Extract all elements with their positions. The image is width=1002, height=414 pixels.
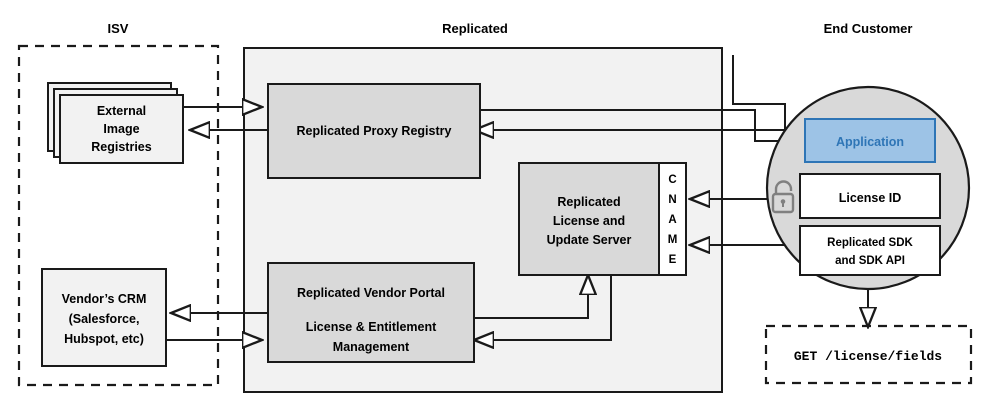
registry-stack-front xyxy=(59,94,184,164)
license-server-line-3: Update Server xyxy=(547,233,632,247)
proxy-registry-box xyxy=(267,83,481,179)
license-server-line-2: License and xyxy=(553,214,625,228)
application-box xyxy=(804,118,936,163)
node-proxy-registry[interactable]: Replicated Proxy Registry xyxy=(267,83,481,179)
vendor-portal-line-1: Replicated Vendor Portal xyxy=(297,286,445,300)
vendors-crm-box xyxy=(41,268,167,367)
vendors-crm-line-1: Vendor’s CRM xyxy=(62,292,147,306)
api-request-box xyxy=(764,324,973,385)
connection-vendorportal-to-licenseserver xyxy=(474,275,588,319)
connection-licenseserver-to-vendorportal xyxy=(474,270,612,340)
zone-end-customer: End Customer xyxy=(824,21,913,36)
node-license-id[interactable]: License ID xyxy=(799,173,941,219)
cname-letter-2: N xyxy=(668,194,676,206)
node-replicated-sdk[interactable]: Replicated SDK and SDK API xyxy=(799,225,941,276)
zone-label-isv: ISV xyxy=(108,21,129,36)
cname-letter-3: A xyxy=(668,214,676,226)
node-vendors-crm[interactable]: Vendor’s CRM (Salesforce, Hubspot, etc) xyxy=(41,268,167,367)
registries-line-2: Image xyxy=(103,122,139,136)
vendors-crm-line-3: Hubspot, etc) xyxy=(64,332,144,346)
proxy-registry-label: Replicated Proxy Registry xyxy=(297,124,452,138)
application-label: Application xyxy=(836,135,904,149)
cname-letter-5: E xyxy=(669,254,677,266)
zone-label-end-customer: End Customer xyxy=(824,21,913,36)
zone-label-replicated: Replicated xyxy=(442,21,508,36)
vendor-portal-box xyxy=(267,262,475,363)
api-request-label: GET /license/fields xyxy=(794,349,942,364)
replicated-sdk-line-1: Replicated SDK xyxy=(827,237,913,249)
replicated-sdk-box xyxy=(799,225,941,276)
node-license-update-server[interactable]: Replicated License and Update Server C N… xyxy=(518,162,687,276)
node-api-request[interactable]: GET /license/fields xyxy=(764,324,973,385)
license-id-box xyxy=(799,173,941,219)
registries-line-1: External xyxy=(97,104,146,118)
isv-boundary xyxy=(17,44,220,387)
zone-isv: ISV xyxy=(17,21,220,387)
node-external-image-registries[interactable]: External Image Registries xyxy=(47,82,184,164)
license-update-server-box xyxy=(518,162,660,276)
node-vendor-portal[interactable]: Replicated Vendor Portal License & Entit… xyxy=(267,262,475,363)
vendor-portal-line-3: Management xyxy=(333,340,410,354)
vendors-crm-line-2: (Salesforce, xyxy=(69,312,140,326)
node-application[interactable]: Application xyxy=(804,118,936,163)
replicated-sdk-line-2: and SDK API xyxy=(835,255,905,267)
cname-letter-4: M xyxy=(668,234,678,246)
cname-letter-1: C xyxy=(668,174,676,186)
license-id-label: License ID xyxy=(839,191,902,205)
open-padlock-icon xyxy=(771,180,795,214)
registries-line-3: Registries xyxy=(91,140,151,154)
vendor-portal-line-2: License & Entitlement xyxy=(306,320,437,334)
connection-customer-return-riser xyxy=(732,55,786,134)
cname-sidecar: C N A M E xyxy=(658,162,687,276)
license-server-line-1: Replicated xyxy=(557,195,620,209)
cname-box xyxy=(658,162,687,276)
